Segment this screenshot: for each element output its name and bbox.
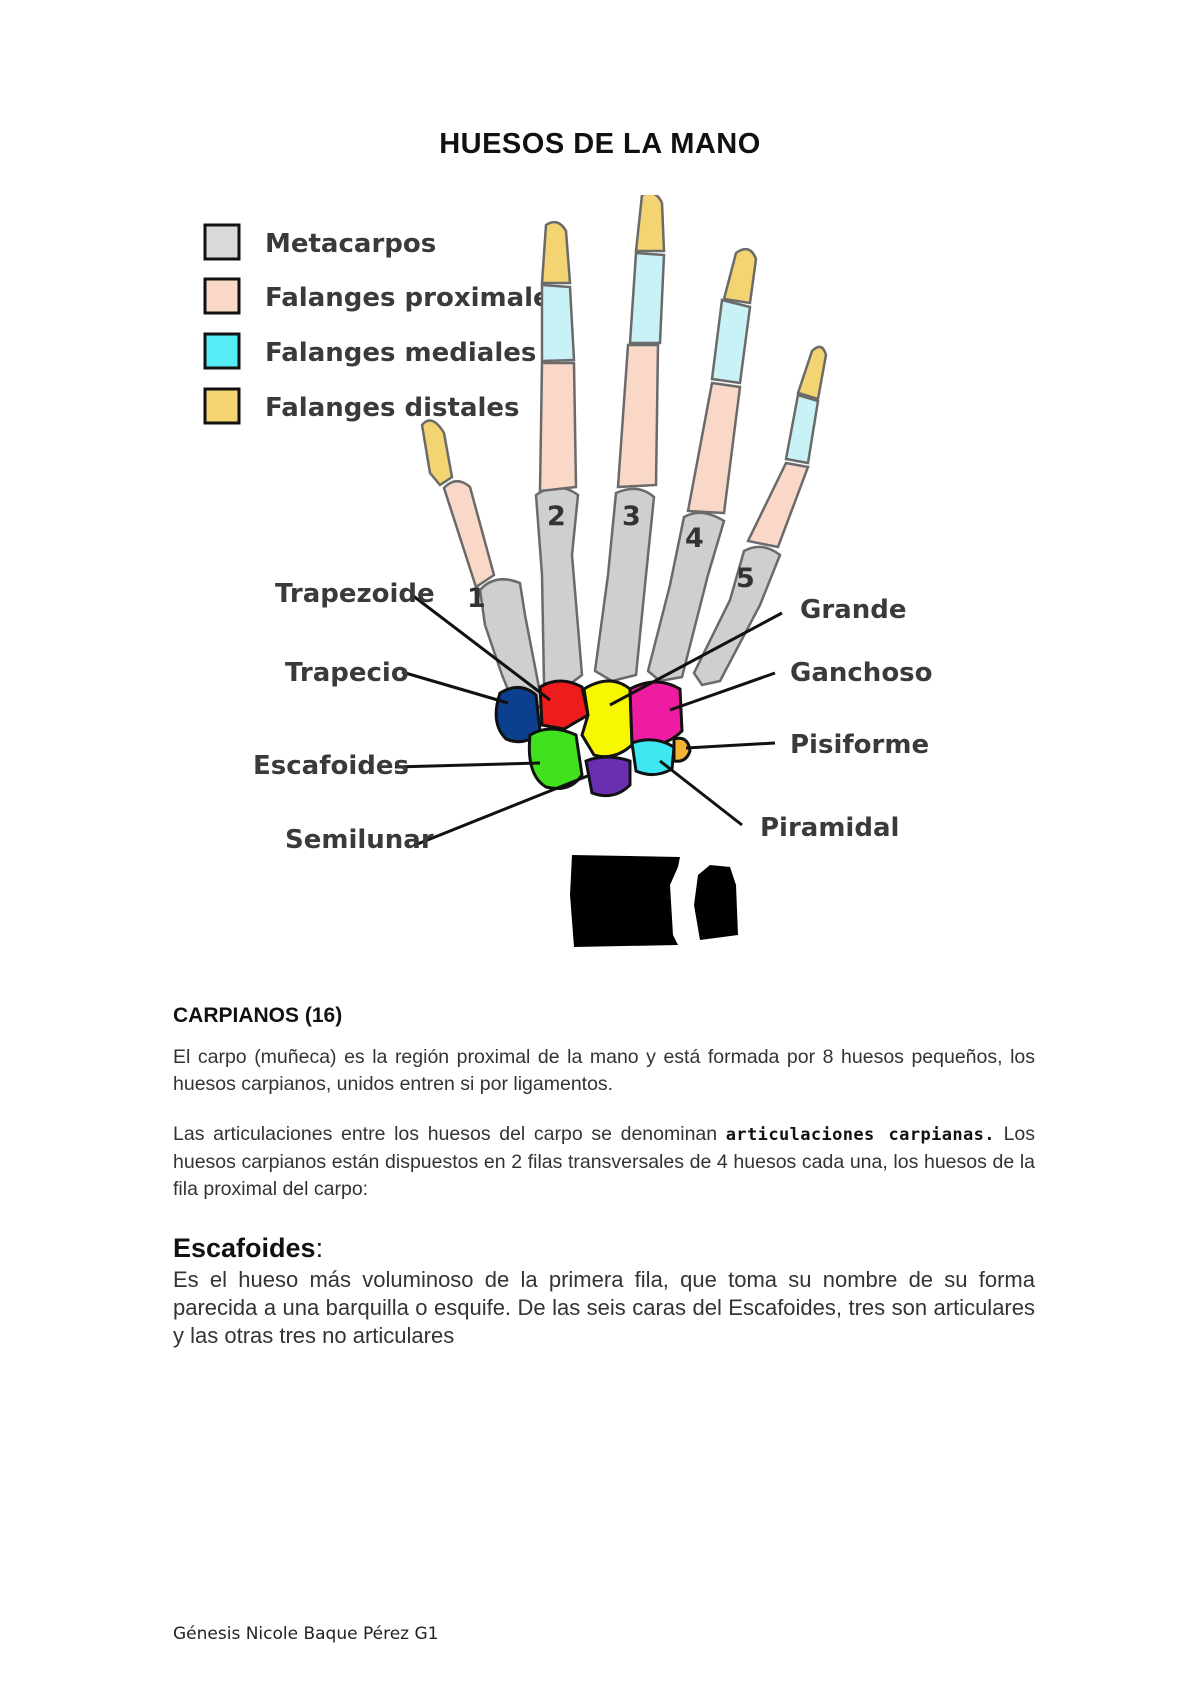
legend-swatch-falanges-distales (203, 387, 241, 425)
distal-phalanges (420, 195, 828, 487)
legend-label-falanges-distales: Falanges distales (265, 393, 520, 423)
medial-phalanges (540, 251, 820, 465)
finger-number-2: 2 (547, 501, 566, 532)
distal-phalanx-3 (634, 195, 666, 253)
finger-number-5: 5 (736, 563, 755, 594)
paragraph-1: El carpo (muñeca) es la región proximal … (173, 1046, 1035, 1095)
medial-phalanx-5 (784, 393, 820, 465)
callout-lines (394, 593, 783, 847)
callout-label-escafoides: Escafoides (253, 751, 409, 781)
legend-label-metacarpos: Metacarpos (265, 229, 436, 259)
callout-label-pisiforme: Pisiforme (790, 730, 929, 760)
callout-line-grande (609, 611, 783, 707)
paragraph-2: Las articulaciones entre los huesos del … (173, 1121, 1035, 1203)
radius-bone (570, 855, 680, 947)
paragraph-2-text-start: Las articulaciones entre los huesos del … (173, 1123, 726, 1145)
carpal-bones (494, 679, 692, 798)
legend-label-falanges-mediales: Falanges mediales (265, 338, 536, 368)
finger-number-1: 1 (467, 583, 486, 614)
callout-label-semilunar: Semilunar (285, 825, 434, 855)
medial-phalanx-3 (628, 251, 666, 345)
metacarpal-4 (646, 511, 726, 683)
proximal-phalanges (442, 343, 810, 589)
subheading-text: Escafoides (173, 1233, 316, 1263)
legend: Metacarpos Falanges proximales Falanges … (203, 223, 566, 425)
carpal-escafoides (527, 727, 584, 790)
callout-line-trapecio (401, 670, 509, 705)
metacarpal-5 (692, 545, 782, 687)
ulna-bone (694, 865, 738, 940)
finger-number-4: 4 (685, 523, 704, 554)
proximal-phalanx-1 (442, 480, 496, 589)
carpal-piramidal (630, 738, 676, 776)
callout-label-trapecio: Trapecio (285, 658, 409, 688)
callout-line-ganchoso (669, 671, 776, 712)
callout-label-trapezoide: Trapezoide (275, 579, 435, 609)
footer-author: Génesis Nicole Baque Pérez G1 (173, 1624, 439, 1644)
paragraph-2-text-end: Los huesos carpianos están dispuestos en… (173, 1123, 1036, 1200)
metacarpals (478, 486, 782, 722)
callout-line-trapezoide (411, 593, 551, 702)
paragraph-3: Es el hueso más voluminoso de la primera… (173, 1267, 1035, 1348)
distal-phalanx-4 (722, 247, 758, 305)
legend-swatch-falanges-mediales (203, 332, 241, 370)
forearm-bones (570, 855, 738, 947)
callout-labels: Trapezoide Trapecio Escafoides Semilunar… (253, 579, 933, 855)
proximal-phalanx-5 (746, 461, 810, 549)
carpal-trapezoide (538, 679, 590, 731)
proximal-phalanx-3 (616, 343, 660, 489)
hand-bones-diagram: Metacarpos Falanges proximales Falanges … (190, 195, 1010, 965)
metacarpal-3 (593, 487, 656, 683)
page-title: HUESOS DE LA MANO (439, 128, 761, 160)
section-heading: CARPIANOS (16) (173, 1004, 343, 1027)
paragraph-2-bold-term: articulaciones carpianas. (725, 1125, 995, 1145)
medial-phalanx-4 (710, 298, 752, 385)
medial-phalanx-2 (540, 283, 576, 363)
proximal-phalanx-2 (538, 361, 578, 493)
callout-label-ganchoso: Ganchoso (790, 658, 933, 688)
finger-number-3: 3 (622, 501, 641, 532)
carpal-trapecio (494, 686, 542, 744)
finger-numbers: 1 2 3 4 5 (467, 501, 755, 614)
callout-line-semilunar (414, 773, 591, 847)
callout-line-pisiforme (685, 741, 776, 750)
subheading-colon: : (315, 1233, 324, 1263)
legend-swatch-falanges-proximales (203, 277, 241, 315)
legend-label-falanges-proximales: Falanges proximales (265, 283, 566, 313)
carpal-semilunar (584, 755, 632, 798)
distal-phalanx-1 (420, 419, 454, 487)
callout-label-piramidal: Piramidal (760, 813, 899, 843)
legend-swatch-metacarpos (203, 223, 241, 261)
proximal-phalanx-4 (686, 381, 742, 515)
hand-bones-illustration: Metacarpos Falanges proximales Falanges … (203, 195, 933, 947)
callout-label-grande: Grande (800, 595, 906, 625)
distal-phalanx-2 (540, 220, 572, 285)
callout-line-escafoides (394, 761, 541, 769)
carpal-grande (580, 679, 634, 759)
carpal-pisiforme (672, 736, 692, 763)
subheading-escafoides: Escafoides: (173, 1233, 323, 1264)
callout-line-piramidal (659, 759, 743, 827)
distal-phalanx-5 (796, 345, 828, 401)
